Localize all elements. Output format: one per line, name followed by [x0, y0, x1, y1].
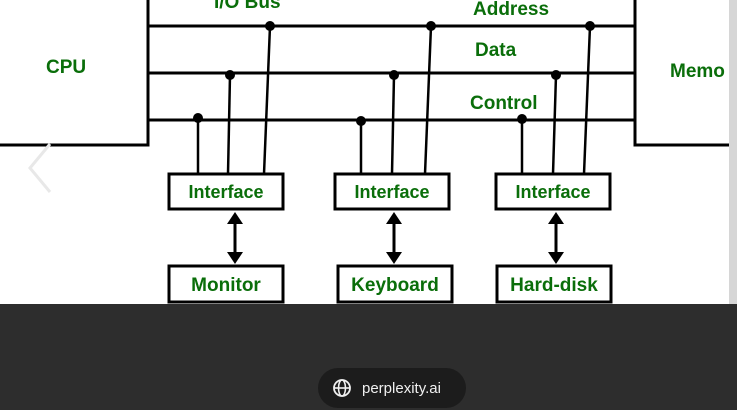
cpu-label: CPU: [46, 57, 86, 78]
memory-label: Memo: [670, 61, 725, 82]
data-label: Data: [475, 40, 517, 61]
device-box-2: [336, 264, 454, 304]
device-box-3: [495, 264, 613, 304]
device-box-1: [167, 264, 285, 304]
globe-icon: [333, 379, 351, 397]
connectors-keyboard: [356, 21, 436, 175]
device-label-monitor: Monitor: [191, 275, 261, 296]
connectors-monitor: [193, 21, 275, 175]
source-label: perplexity.ai: [362, 379, 441, 397]
interface-label-2: Interface: [354, 182, 429, 202]
io-bus-diagram: CPU Memo I/O Bus Address Data Control In…: [0, 0, 737, 304]
diagram-image: CPU Memo I/O Bus Address Data Control In…: [0, 0, 737, 304]
prev-image-button[interactable]: [22, 138, 62, 198]
connectors-hard-disk: [517, 21, 595, 175]
chevron-left-icon: [28, 143, 52, 193]
interface-label-1: Interface: [188, 182, 263, 202]
device-label-keyboard: Keyboard: [351, 275, 439, 296]
scrollbar-track[interactable]: [729, 0, 737, 304]
double-arrow-hard-disk: [548, 212, 564, 264]
bus-label: I/O Bus: [214, 0, 281, 13]
memory-box: [633, 0, 737, 147]
interface-box-1: [167, 172, 285, 211]
source-link-button[interactable]: perplexity.ai: [318, 368, 466, 408]
address-label: Address: [473, 0, 549, 20]
control-label: Control: [470, 93, 538, 114]
interface-label-3: Interface: [515, 182, 590, 202]
interface-box-2: [333, 172, 451, 211]
double-arrow-keyboard: [386, 212, 402, 264]
double-arrow-monitor: [227, 212, 243, 264]
interface-box-3: [494, 172, 612, 211]
device-label-hard-disk: Hard-disk: [510, 275, 598, 296]
